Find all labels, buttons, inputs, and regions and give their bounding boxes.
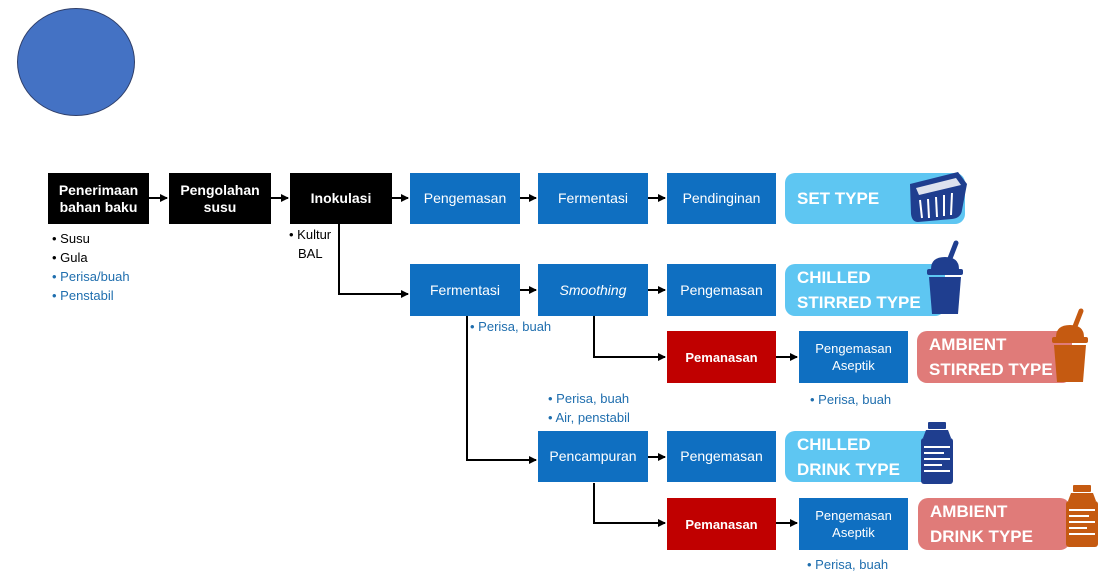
- result-chilled-drink-type: CHILLED DRINK TYPE: [785, 431, 935, 482]
- step-pencampuran: Pencampuran: [538, 431, 648, 482]
- bottle-icon: [1066, 485, 1098, 547]
- step-pemanasan-2: Pemanasan: [667, 498, 776, 550]
- note-perisa-buah-4: • Perisa, buah: [807, 557, 889, 572]
- result-label-line1: AMBIENT: [929, 335, 1007, 354]
- note-kultur: • Kultur BAL: [289, 225, 331, 263]
- result-chilled-stirred-type: CHILLED STIRRED TYPE: [785, 264, 945, 316]
- step-pengemasan-3: Pengemasan: [667, 431, 776, 482]
- step-pemanasan-1: Pemanasan: [667, 331, 776, 383]
- arrow: [593, 483, 666, 527]
- decorative-circle: [17, 8, 135, 116]
- result-label-line1: CHILLED: [797, 268, 871, 287]
- result-label-line1: AMBIENT: [930, 502, 1008, 521]
- note-perisa-buah-3: • Perisa, buah: [810, 392, 892, 407]
- result-label-line1: CHILLED: [797, 434, 871, 454]
- result-label-line2: DRINK TYPE: [797, 459, 900, 479]
- cup-icon: [910, 172, 967, 222]
- note-item: • Susu: [52, 231, 90, 246]
- yogurt-cup-spoon-icon: [927, 240, 963, 314]
- result-label-line2: STIRRED TYPE: [797, 293, 921, 312]
- step-smoothing: Smoothing: [538, 264, 648, 316]
- step-fermentasi-2: Fermentasi: [410, 264, 520, 316]
- step-pendinginan: Pendinginan: [667, 173, 776, 224]
- bottle-icon: [921, 422, 953, 484]
- note-item: • Air, penstabil: [548, 410, 630, 425]
- result-label-line2: DRINK TYPE: [930, 527, 1033, 546]
- note-item: • Gula: [52, 250, 88, 265]
- step-pengolahan-susu: Pengolahan susu: [169, 173, 271, 224]
- step-pengemasan-1: Pengemasan: [410, 173, 520, 224]
- step-pengemasan-2: Pengemasan: [667, 264, 776, 316]
- note-pencampuran: • Perisa, buah • Air, penstabil: [548, 389, 630, 427]
- arrow: [593, 316, 666, 361]
- result-label: SET TYPE: [797, 189, 880, 208]
- note-item: • Kultur: [289, 227, 332, 242]
- yogurt-cup-spoon-icon: [1052, 308, 1088, 382]
- result-label-line2: STIRRED TYPE: [929, 360, 1053, 379]
- note-perisa-buah-1: • Perisa, buah: [470, 319, 552, 334]
- note-item: BAL: [298, 246, 323, 261]
- arrow: [466, 316, 537, 464]
- result-ambient-stirred-type: AMBIENT STIRRED TYPE: [917, 331, 1072, 383]
- step-penerimaan-bahan-baku: Penerimaan bahan baku: [48, 173, 149, 224]
- note-item: • Penstabil: [52, 288, 114, 303]
- step-fermentasi-1: Fermentasi: [538, 173, 648, 224]
- note-item: • Perisa, buah: [548, 391, 630, 406]
- step-pengemasan-aseptik-1: Pengemasan Aseptik: [799, 331, 908, 383]
- note-item: • Perisa/buah: [52, 269, 130, 284]
- step-inokulasi: Inokulasi: [290, 173, 392, 224]
- note-bahan-baku: • Susu • Gula • Perisa/buah • Penstabil: [52, 229, 130, 305]
- step-pengemasan-aseptik-2: Pengemasan Aseptik: [799, 498, 908, 550]
- result-ambient-drink-type: AMBIENT DRINK TYPE: [918, 498, 1070, 550]
- arrow: [338, 224, 409, 298]
